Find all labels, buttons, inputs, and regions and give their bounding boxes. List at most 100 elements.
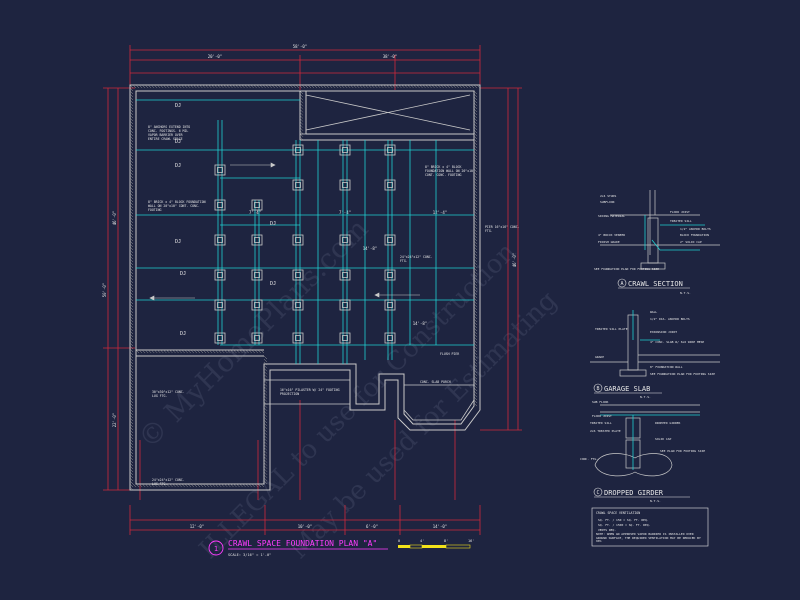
pier-post (254, 202, 260, 208)
crawl-note: 4" BRICK VENEER (598, 233, 625, 237)
detail-garage-slab: WALL 1/2" DIA. ANCHOR BOLTS TREATED SILL… (590, 310, 720, 399)
pier-post (387, 182, 393, 188)
dim-bottom-d: 14'-0" (433, 524, 447, 529)
garage-outline (264, 90, 475, 421)
pier-post (295, 182, 301, 188)
beam-label: DJ (180, 271, 186, 277)
pier-post (387, 302, 393, 308)
beam-label: DJ (270, 221, 276, 227)
pier-post (254, 335, 260, 341)
pier-footing (292, 234, 304, 246)
pier-post (295, 302, 301, 308)
pier-post (342, 272, 348, 278)
pier-footing (251, 332, 263, 344)
girder-note: FLOOR JOIST (592, 414, 612, 418)
wall-hatch (129, 84, 481, 491)
plan-number: 1 (214, 545, 218, 553)
joist-arrows (149, 162, 420, 301)
dim-left-upper: 46'-0" (112, 211, 117, 225)
plan-title-block: 1 CRAWL SPACE FOUNDATION PLAN "A" SCALE:… (208, 539, 388, 557)
pier-footing (384, 299, 396, 311)
crawl-note: FLOOR JOIST (670, 210, 690, 214)
note-pilaster: 16"x16" PILASTER W/ 24" FOOTING PROJECTI… (280, 388, 340, 396)
garage-note: EXPANSION JOINT (650, 330, 677, 334)
pier-footing (339, 332, 351, 344)
vent-table-row: VENTS REQ. (598, 528, 616, 532)
scale-label: 16' (468, 539, 474, 543)
garage-note: 1/2" DIA. ANCHOR BOLTS (650, 317, 690, 321)
detail-c-title: DROPPED GIRDER (604, 489, 664, 497)
dimension-lines (103, 45, 522, 535)
vent-table-title: CRAWL SPACE VENTILATION (596, 511, 640, 515)
pier-footing (339, 269, 351, 281)
dim-overall-top: 58'-0" (293, 44, 307, 49)
pier-footing (251, 199, 263, 211)
pier-footing (384, 179, 396, 191)
pier-footing (214, 269, 226, 281)
pier-post (342, 237, 348, 243)
scale-label: 8' (444, 539, 448, 543)
pier-post (217, 167, 223, 173)
dim-bottom-c: 6'-0" (366, 524, 378, 529)
note-left-ftg-2: 24"x24"x12" CONC. LUG FTG. (152, 478, 185, 486)
pier-post (217, 237, 223, 243)
dim-top-right: 38'-0" (383, 54, 397, 59)
pier-footing (292, 269, 304, 281)
crawl-note: 2" SOLID CAP (680, 240, 702, 244)
girder-note: DROPPED GIRDER (655, 421, 680, 425)
crawl-note: SEE FOUNDATION PLAN FOR FOOTING SIZE (594, 267, 659, 271)
crawl-note: SIDING MATERIAL (598, 214, 625, 218)
dim-bottom-a: 12'-0" (190, 524, 204, 529)
dim-left-lower: 22'-0" (112, 413, 117, 427)
pier-footing (339, 234, 351, 246)
pier-post (254, 237, 260, 243)
plan-number-circle (208, 540, 224, 556)
girder-note: TREATED SILL (590, 421, 612, 425)
crawl-note: FINISH GRADE (598, 240, 620, 244)
garage-note: SEE FOUNDATION PLAN FOR FOOTING SIZE (650, 372, 715, 376)
pier-footing (292, 144, 304, 156)
plan-scale: SCALE: 3/16" = 1'-0" (228, 553, 271, 557)
pier-footing (214, 199, 226, 211)
pier-post (254, 302, 260, 308)
note-porch-slab: CONC. SLAB PORCH (420, 380, 451, 384)
crawl-note: TREATED SILL (670, 219, 692, 223)
pier-post (342, 147, 348, 153)
pier-footing (214, 234, 226, 246)
pier-group (214, 144, 396, 344)
detail-c-number: C (596, 490, 599, 496)
girder-note: SEE PLAN FOR FOOTING SIZE (660, 449, 705, 453)
beam-label: DJ (180, 331, 186, 337)
pier-footing (251, 269, 263, 281)
detail-a-title: CRAWL SECTION (628, 280, 683, 288)
pier-footing (384, 144, 396, 156)
scale-bar: 0 4' 8' 16' (398, 539, 474, 549)
garage-note: WALL (650, 310, 657, 314)
dim-inner-c: 12'-4" (433, 210, 447, 215)
garage-note: 4" CONC. SLAB W/ 6x6 WIRE MESH (650, 340, 704, 344)
girder-note: SUB FLOOR (592, 400, 608, 404)
note-brick-ledge-right: 8" BRICK x 4" BLOCK FOUNDATION WALL ON 2… (425, 165, 475, 177)
dim-inner-d: 14'-8" (413, 321, 427, 326)
garage-note: GRADE (595, 355, 604, 359)
ventilation-table: CRAWL SPACE VENTILATION SQ. FT. / 150 = … (591, 507, 709, 547)
pier-footing (292, 332, 304, 344)
beam-labels: DJ DJ DJ DJ DJ DJ DJ DJ (175, 103, 276, 337)
scale-label: 4' (420, 539, 424, 543)
pier-footing (339, 144, 351, 156)
pier-footing (214, 299, 226, 311)
pier-post (254, 272, 260, 278)
pier-post (295, 272, 301, 278)
note-left-ftg-1: 30"x30"x12" CONC. LUG FTG. (152, 390, 185, 398)
detail-a-number: A (620, 281, 623, 287)
pier-footing (251, 234, 263, 246)
dim-bottom-b: 10'-0" (298, 524, 312, 529)
pier-post (217, 302, 223, 308)
garage-note: 8" FOUNDATION WALL (650, 365, 683, 369)
detail-b-number: B (596, 386, 599, 392)
pier-post (295, 335, 301, 341)
pier-footing (251, 299, 263, 311)
pier-footing (384, 332, 396, 344)
